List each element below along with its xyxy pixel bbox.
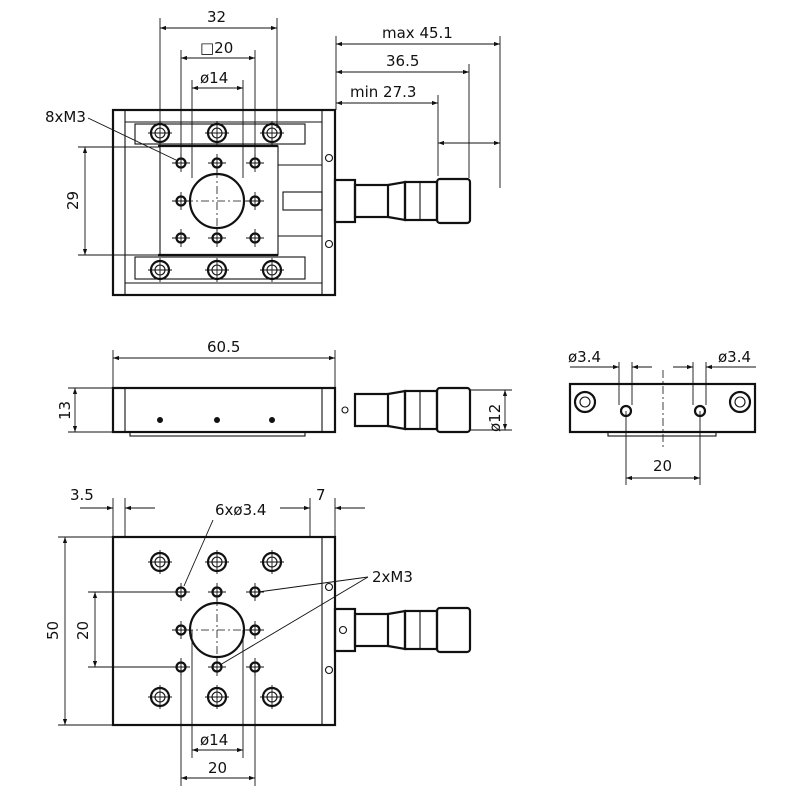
- micrometer-head-side[interactable]: [353, 386, 472, 434]
- dim-32: 32: [207, 8, 226, 26]
- threaded-hole: [208, 154, 226, 172]
- dim-7: 7: [316, 486, 326, 504]
- threaded-hole: [246, 621, 264, 639]
- spindle: [282, 191, 323, 211]
- threaded-hole: [246, 192, 264, 210]
- dim-20-horizontal: 20: [208, 759, 227, 777]
- dim-60-5: 60.5: [207, 338, 240, 356]
- threaded-hole: [208, 658, 226, 676]
- counterbore-hole: [205, 550, 229, 574]
- micrometer-head[interactable]: [333, 177, 472, 225]
- thread-label-8xm3: 8xM3: [45, 108, 86, 126]
- dim-hole-right-3-4: ø3.4: [718, 348, 751, 366]
- top-view: 32 □20 ø14 8xM3 29 max 45.1 36.5 min 27.…: [45, 8, 501, 297]
- dim-hole-left-3-4: ø3.4: [568, 348, 601, 366]
- thread-label-2xm3: 2xM3: [372, 568, 413, 586]
- dim-13: 13: [56, 401, 74, 420]
- dim-29: 29: [64, 191, 82, 210]
- counterbore-hole: [205, 685, 229, 709]
- side-view: 60.5 13 ø12: [56, 338, 512, 437]
- dim-square-20: □20: [200, 39, 233, 57]
- dim-20-vertical: 20: [74, 621, 92, 640]
- threaded-hole: [172, 621, 190, 639]
- dim-50: 50: [44, 621, 62, 640]
- hole-label-6xdia3-4: 6xø3.4: [215, 501, 266, 519]
- counterbore-hole: [148, 258, 172, 282]
- counterbore-hole: [205, 121, 229, 145]
- counterbore-hole: [260, 121, 284, 145]
- dim-36-5: 36.5: [386, 52, 419, 70]
- threaded-hole: [208, 229, 226, 247]
- dim-3-5: 3.5: [70, 486, 94, 504]
- counterbore-hole: [148, 685, 172, 709]
- micrometer-head-bottom[interactable]: [333, 606, 472, 654]
- counterbore-hole: [205, 258, 229, 282]
- threaded-hole: [208, 583, 226, 601]
- counterbore-hole: [260, 685, 284, 709]
- dim-min-27-3: min 27.3: [350, 83, 416, 101]
- bottom-view: 3.5 6xø3.4 7 2xM3 50 20 ø14 20: [44, 486, 472, 786]
- dim-max-45-1: max 45.1: [382, 24, 453, 42]
- threaded-hole: [172, 192, 190, 210]
- dim-dia-14: ø14: [200, 69, 228, 87]
- dim-20: 20: [653, 457, 672, 475]
- counterbore-hole: [148, 550, 172, 574]
- threaded-hole: [246, 229, 264, 247]
- dim-dia-12: ø12: [486, 404, 504, 432]
- end-view: ø3.4 ø3.4 20: [568, 348, 757, 485]
- dim-dia-14-bottom: ø14: [200, 731, 228, 749]
- counterbore-hole: [260, 550, 284, 574]
- carriage: [159, 145, 279, 256]
- counterbore-hole: [260, 258, 284, 282]
- threaded-hole: [172, 229, 190, 247]
